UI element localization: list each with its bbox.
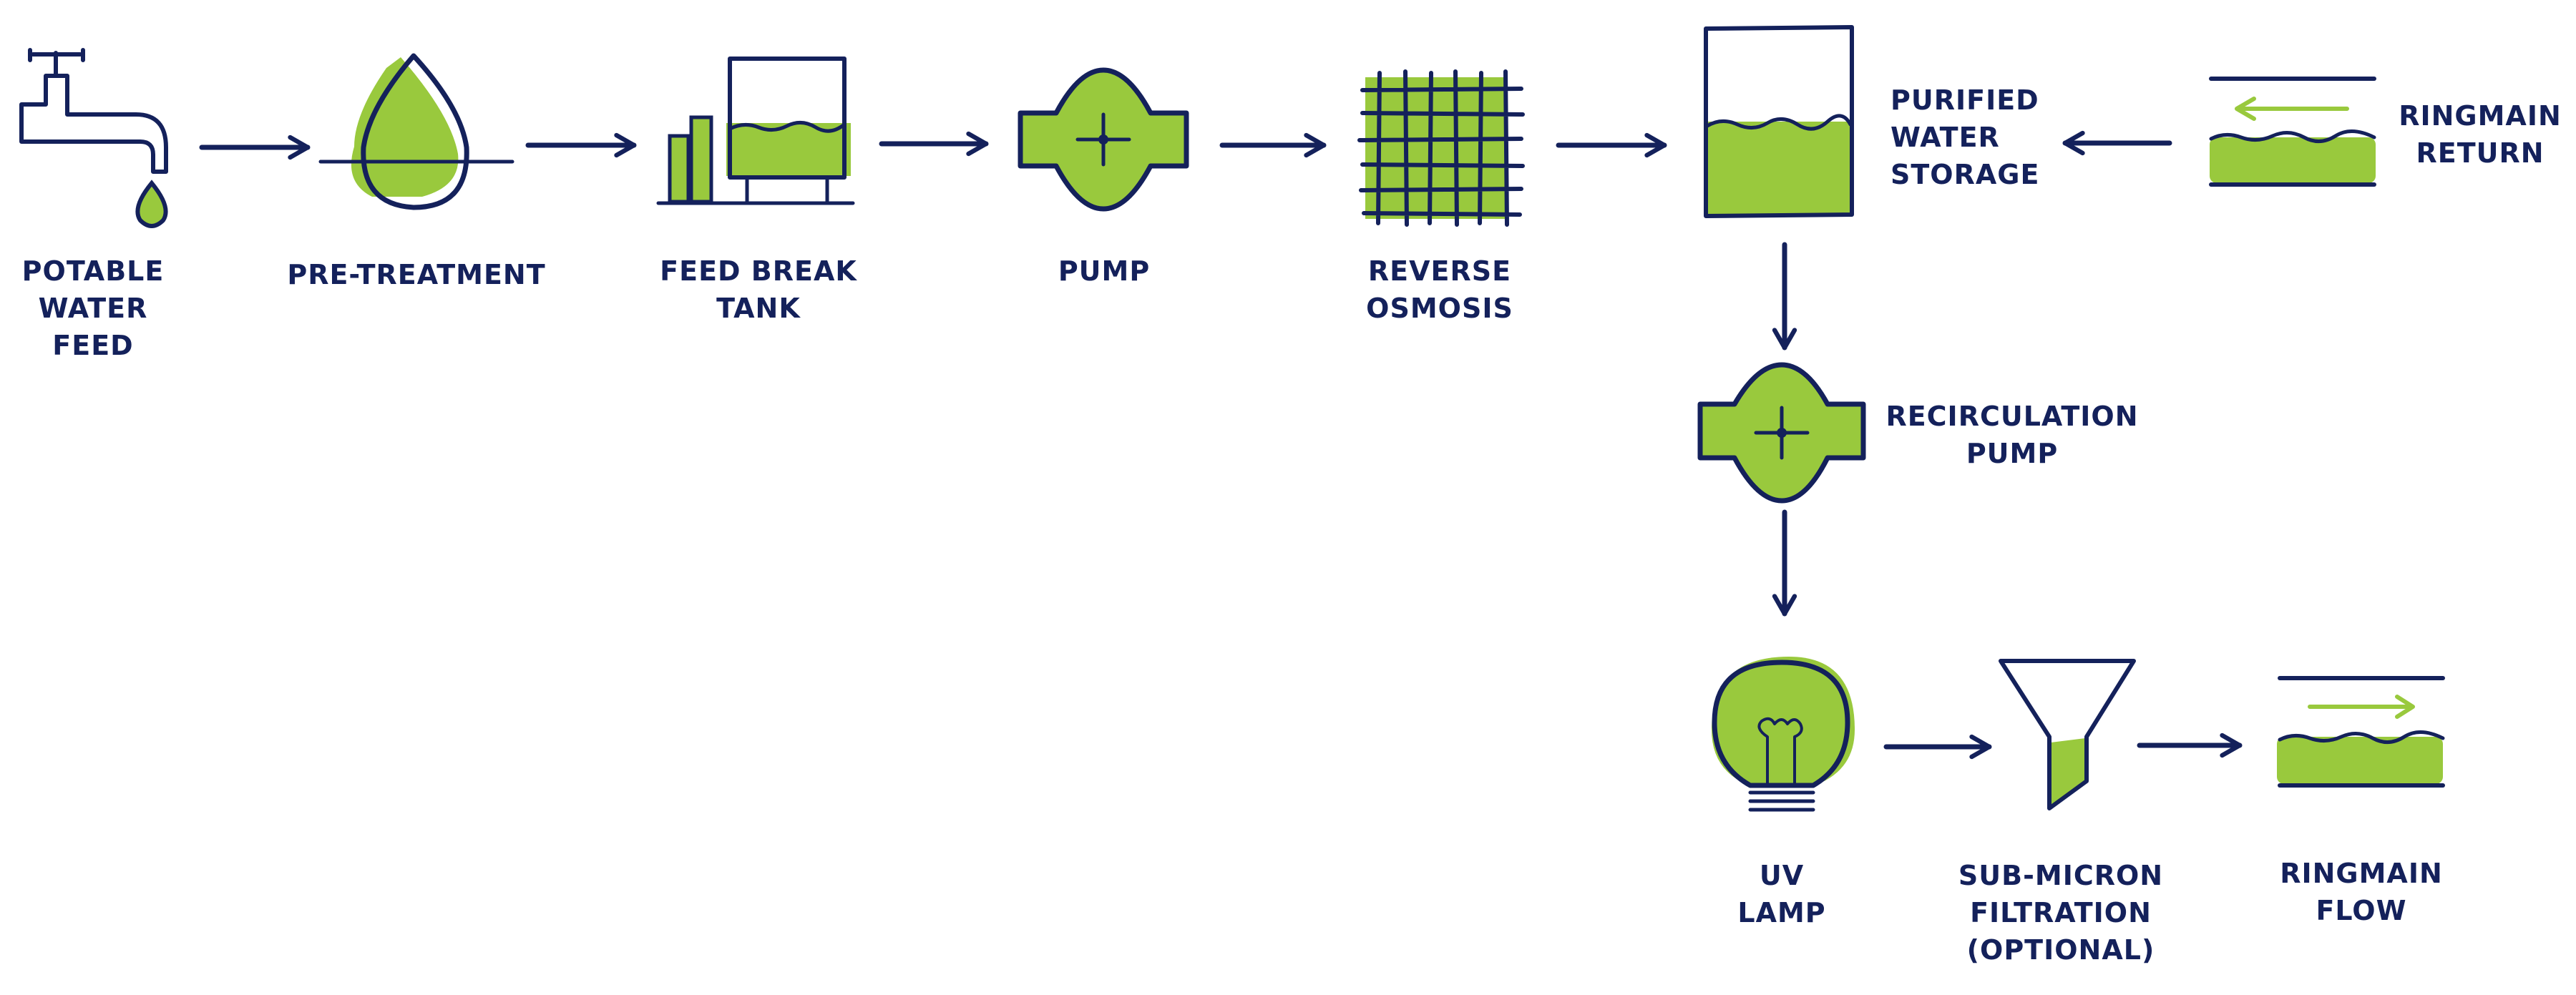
- label-purified-water-storage: PURIFIED WATER STORAGE: [1890, 84, 2040, 190]
- flow-arrows: [199, 130, 2243, 760]
- label-ringmain-flow: RINGMAIN FLOW: [2280, 858, 2443, 926]
- pipe-flow-right-icon: [2277, 676, 2445, 788]
- light-bulb-icon: [1712, 657, 1855, 812]
- label-feed-break-tank: FEED BREAK TANK: [660, 255, 857, 324]
- label-pump: PUMP: [1058, 255, 1151, 287]
- pipe-flow-left-icon: [2209, 77, 2376, 187]
- label-reverse-osmosis: REVERSE OSMOSIS: [1366, 255, 1513, 324]
- tank-icon: [656, 57, 855, 205]
- pump-icon: [1018, 67, 1189, 212]
- tap-icon: [19, 48, 168, 228]
- label-recirculation-pump: RECIRCULATION PUMP: [1885, 401, 2139, 469]
- label-ringmain-return: RINGMAIN RETURN: [2399, 100, 2562, 169]
- label-sub-micron-filtration: SUB-MICRON FILTRATION (OPTIONAL): [1958, 860, 2164, 966]
- funnel-icon: [1999, 659, 2136, 810]
- pump-icon: [1697, 362, 1866, 504]
- droplet-icon: [318, 53, 514, 210]
- storage-tank-icon: [1704, 25, 1854, 218]
- label-uv-lamp: UV LAMP: [1737, 860, 1826, 928]
- label-pre-treatment: PRE-TREATMENT: [287, 259, 546, 290]
- membrane-mesh-icon: [1357, 69, 1525, 227]
- label-potable-water-feed: POTABLE WATER FEED: [21, 255, 165, 361]
